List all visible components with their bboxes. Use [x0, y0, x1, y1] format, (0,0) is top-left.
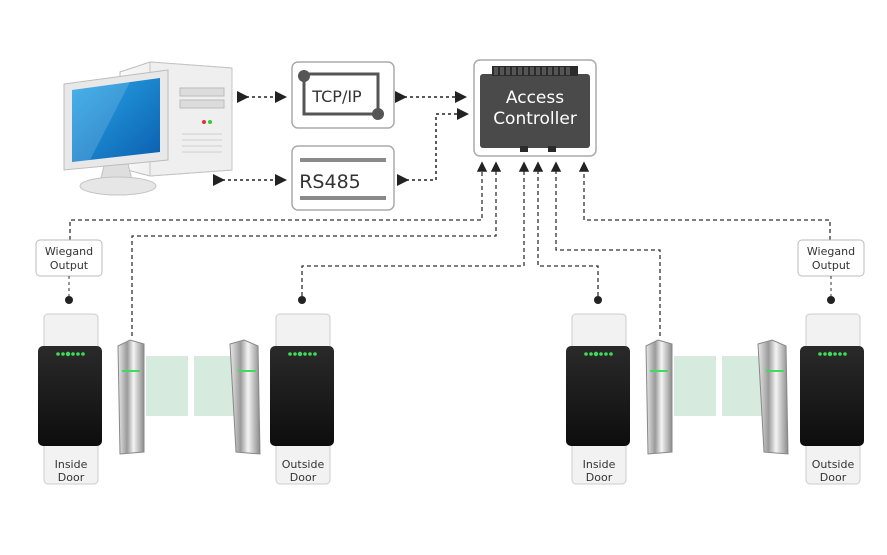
- card-reader-outside-right: Outside Door: [800, 313, 864, 485]
- led-indicator: [288, 351, 317, 357]
- svg-text:Wiegand: Wiegand: [807, 245, 855, 258]
- turnstile-pillar: [229, 339, 261, 455]
- tcpip-module: TCP/IP: [291, 61, 395, 129]
- controller-label-line2: Controller: [493, 109, 577, 129]
- turnstile-pillar: [117, 339, 145, 455]
- reader-wiring: [69, 161, 831, 336]
- svg-text:Output: Output: [812, 259, 851, 272]
- svg-text:Wiegand: Wiegand: [45, 245, 93, 258]
- svg-text:Inside: Inside: [583, 458, 616, 471]
- rs485-module: RS485: [291, 145, 395, 211]
- rs485-label: RS485: [299, 171, 361, 193]
- controller-label-line1: Access: [506, 88, 564, 108]
- svg-text:Output: Output: [50, 259, 89, 272]
- led-indicator: [584, 351, 613, 357]
- svg-text:Door: Door: [586, 471, 613, 484]
- connector-pins: [492, 66, 578, 76]
- svg-text:Door: Door: [820, 471, 847, 484]
- access-controller: Access Controller: [473, 59, 597, 157]
- card-reader-outside-left: Outside Door: [270, 313, 334, 485]
- computer-icon: [63, 61, 233, 196]
- wiegand-output-box-right: Wiegand Output: [797, 239, 865, 277]
- tcpip-label: TCP/IP: [311, 87, 362, 106]
- left-lane: Wiegand Output Inside Door: [35, 239, 334, 485]
- svg-text:Door: Door: [290, 471, 317, 484]
- right-lane: Inside Door Wiegand Output: [566, 239, 865, 485]
- glass-flap: [674, 356, 716, 416]
- glass-flap: [194, 356, 236, 416]
- wiegand-output-box-left: Wiegand Output: [35, 239, 103, 277]
- svg-text:Outside: Outside: [812, 458, 855, 471]
- led-indicator: [818, 351, 847, 357]
- card-reader-inside-right: Inside Door: [566, 313, 630, 485]
- card-reader-inside-left: Inside Door: [38, 313, 102, 485]
- network-links: [213, 91, 469, 186]
- svg-text:Door: Door: [58, 471, 85, 484]
- led-indicator: [56, 351, 85, 357]
- svg-text:Inside: Inside: [55, 458, 88, 471]
- turnstile-pillar: [645, 339, 673, 455]
- glass-flap: [146, 356, 188, 416]
- svg-text:Outside: Outside: [282, 458, 325, 471]
- turnstile-pillar: [757, 339, 789, 455]
- glass-flap: [722, 356, 764, 416]
